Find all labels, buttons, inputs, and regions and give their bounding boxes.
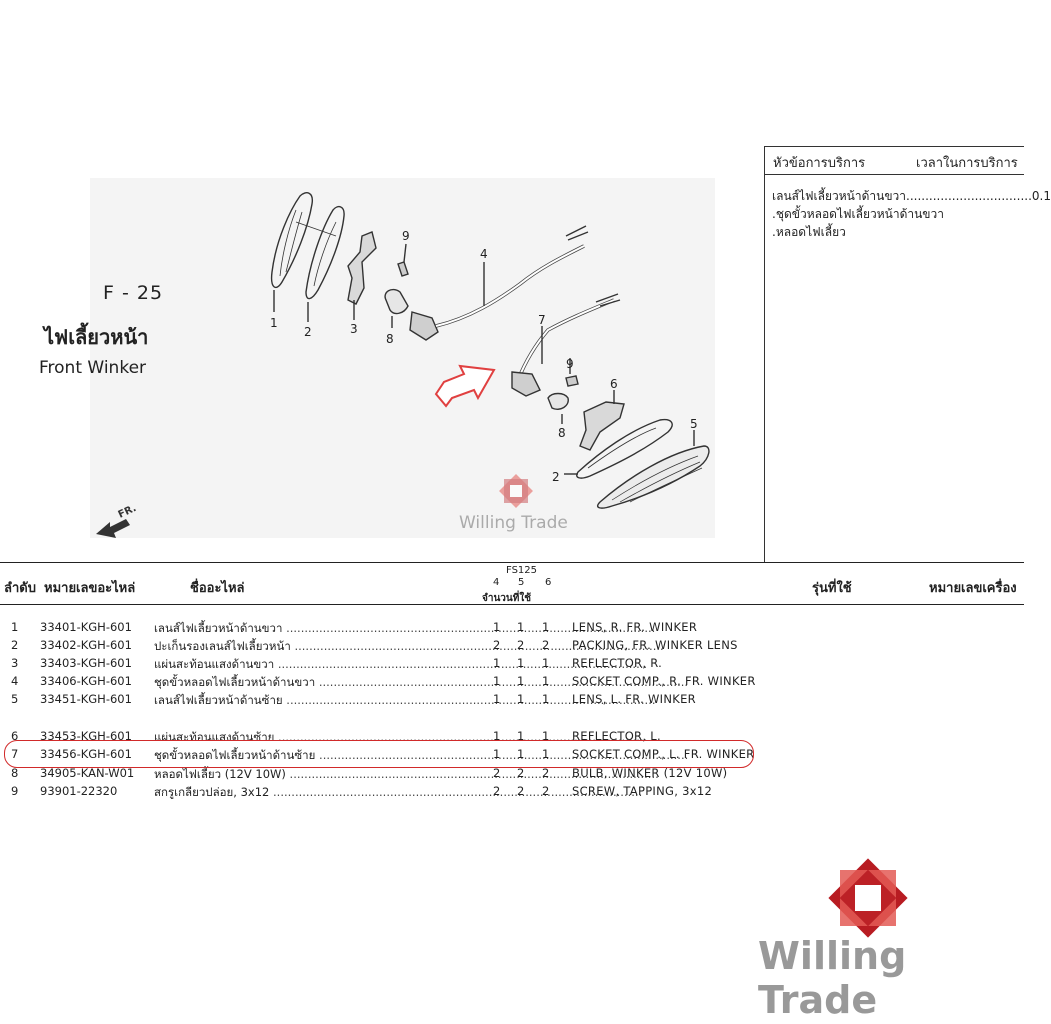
svg-text:4: 4 xyxy=(480,247,488,261)
part-8-bulb-upper xyxy=(384,288,409,315)
service-header-rule xyxy=(765,174,1024,175)
svg-text:3: 3 xyxy=(350,322,358,336)
watermark-text-small: Willing Trade xyxy=(459,513,568,533)
figure-title-th: ไฟเลี้ยวหน้า xyxy=(44,325,149,349)
svg-text:5: 5 xyxy=(690,417,698,431)
watermark-logo-small xyxy=(499,474,533,508)
table-top-rule xyxy=(0,562,1024,563)
variant-6: 6 xyxy=(545,577,552,588)
part-8-bulb-lower xyxy=(547,392,569,410)
svg-text:6: 6 xyxy=(610,377,618,391)
watermark-text: Willing Trade xyxy=(758,934,907,1022)
service-top-rule xyxy=(765,146,1024,147)
row-highlight-oval xyxy=(4,740,754,768)
col-no-header: ลำดับ xyxy=(4,581,36,596)
svg-text:9: 9 xyxy=(566,357,574,371)
service-time-header: เวลาในการบริการ xyxy=(916,156,1018,171)
watermark-logo xyxy=(828,858,908,938)
service-subject-header: หัวข้อการบริการ xyxy=(773,156,866,171)
part-1-lens-right xyxy=(270,192,314,289)
col-engine-no-header: หมายเลขเครื่อง xyxy=(929,581,1017,596)
service-row: .หลอดไฟเลี้ยว xyxy=(772,225,846,239)
pointer-arrow xyxy=(434,364,496,408)
service-left-rule xyxy=(764,146,765,562)
part-4-socket-right xyxy=(409,311,439,341)
exploded-diagram: 1 2 3 9 8 4 7 9 6 8 5 2 FR. xyxy=(96,192,710,538)
table-row: 533451-KGH-601เลนส์ไฟเลี้ยวหน้าด้านซ้าย1… xyxy=(0,690,1024,708)
svg-text:1: 1 xyxy=(270,316,278,330)
svg-text:8: 8 xyxy=(386,332,394,346)
svg-text:7: 7 xyxy=(538,313,546,327)
diagram-area xyxy=(90,178,715,538)
col-part-no-header: หมายเลขอะไหล่ xyxy=(44,581,136,596)
part-2-packing-right xyxy=(305,205,345,300)
variant-4: 4 xyxy=(493,577,500,588)
svg-text:9: 9 xyxy=(402,229,410,243)
table-row: 333403-KGH-601แผ่นสะท้อนแสงด้านขวา111REF… xyxy=(0,654,1024,672)
variant-5: 5 xyxy=(518,577,525,588)
svg-text:2: 2 xyxy=(552,470,560,484)
qty-header: จำนวนที่ใช้ xyxy=(482,593,532,604)
svg-text:8: 8 xyxy=(558,426,566,440)
figure-title-en: Front Winker xyxy=(39,358,147,378)
table-row: 133401-KGH-601เลนส์ไฟเลี้ยวหน้าด้านขวา11… xyxy=(0,618,1024,636)
part-2-packing-left xyxy=(576,418,673,479)
part-6-reflector-left xyxy=(579,401,625,451)
front-direction-arrow xyxy=(96,519,130,538)
part-5-lens-left xyxy=(596,445,710,509)
model-header: FS125 xyxy=(506,565,538,576)
svg-text:2: 2 xyxy=(304,325,312,339)
col-name-header: ชื่ออะไหล่ xyxy=(190,581,245,596)
col-model-used-header: รุ่นที่ใช้ xyxy=(812,581,852,596)
front-label: FR. xyxy=(117,503,138,521)
service-row: เลนส์ไฟเลี้ยวหน้าด้านขวา................… xyxy=(772,189,1051,203)
service-row: .ชุดขั้วหลอดไฟเลี้ยวหน้าด้านขวา xyxy=(772,207,944,221)
part-3-reflector-right xyxy=(347,231,377,305)
table-header-rule xyxy=(0,604,1024,605)
figure-code: F - 25 xyxy=(103,282,164,304)
part-7-socket-left xyxy=(511,371,541,397)
